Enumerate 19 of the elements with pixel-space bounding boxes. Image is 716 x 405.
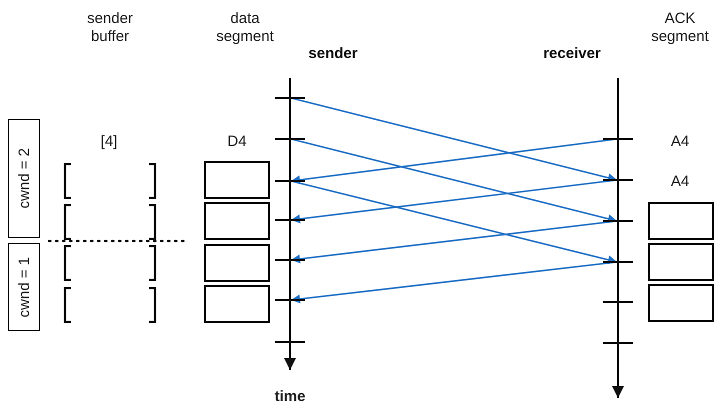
segment-box <box>648 243 714 281</box>
window-size-box: cwnd = 1 <box>8 243 40 331</box>
column-heading: data segment <box>215 10 275 46</box>
segment-box <box>204 161 270 199</box>
segment-box <box>204 244 270 282</box>
axis-label: time <box>274 388 306 405</box>
segment-box <box>204 202 270 240</box>
column-heading: sender buffer <box>86 10 134 46</box>
lifeline-heading: receiver <box>542 45 602 62</box>
ack-label: A4 <box>670 173 690 191</box>
lifeline-heading: sender <box>307 45 359 62</box>
buffer-count: [4] <box>100 133 118 151</box>
segment-box <box>648 284 714 322</box>
segment-box <box>204 285 270 323</box>
segment-box <box>648 202 714 240</box>
ack-label: A4 <box>670 133 690 151</box>
column-heading: ACK segment <box>650 10 710 46</box>
segment-label: D4 <box>226 133 248 151</box>
window-size-box: cwnd = 2 <box>8 119 40 238</box>
